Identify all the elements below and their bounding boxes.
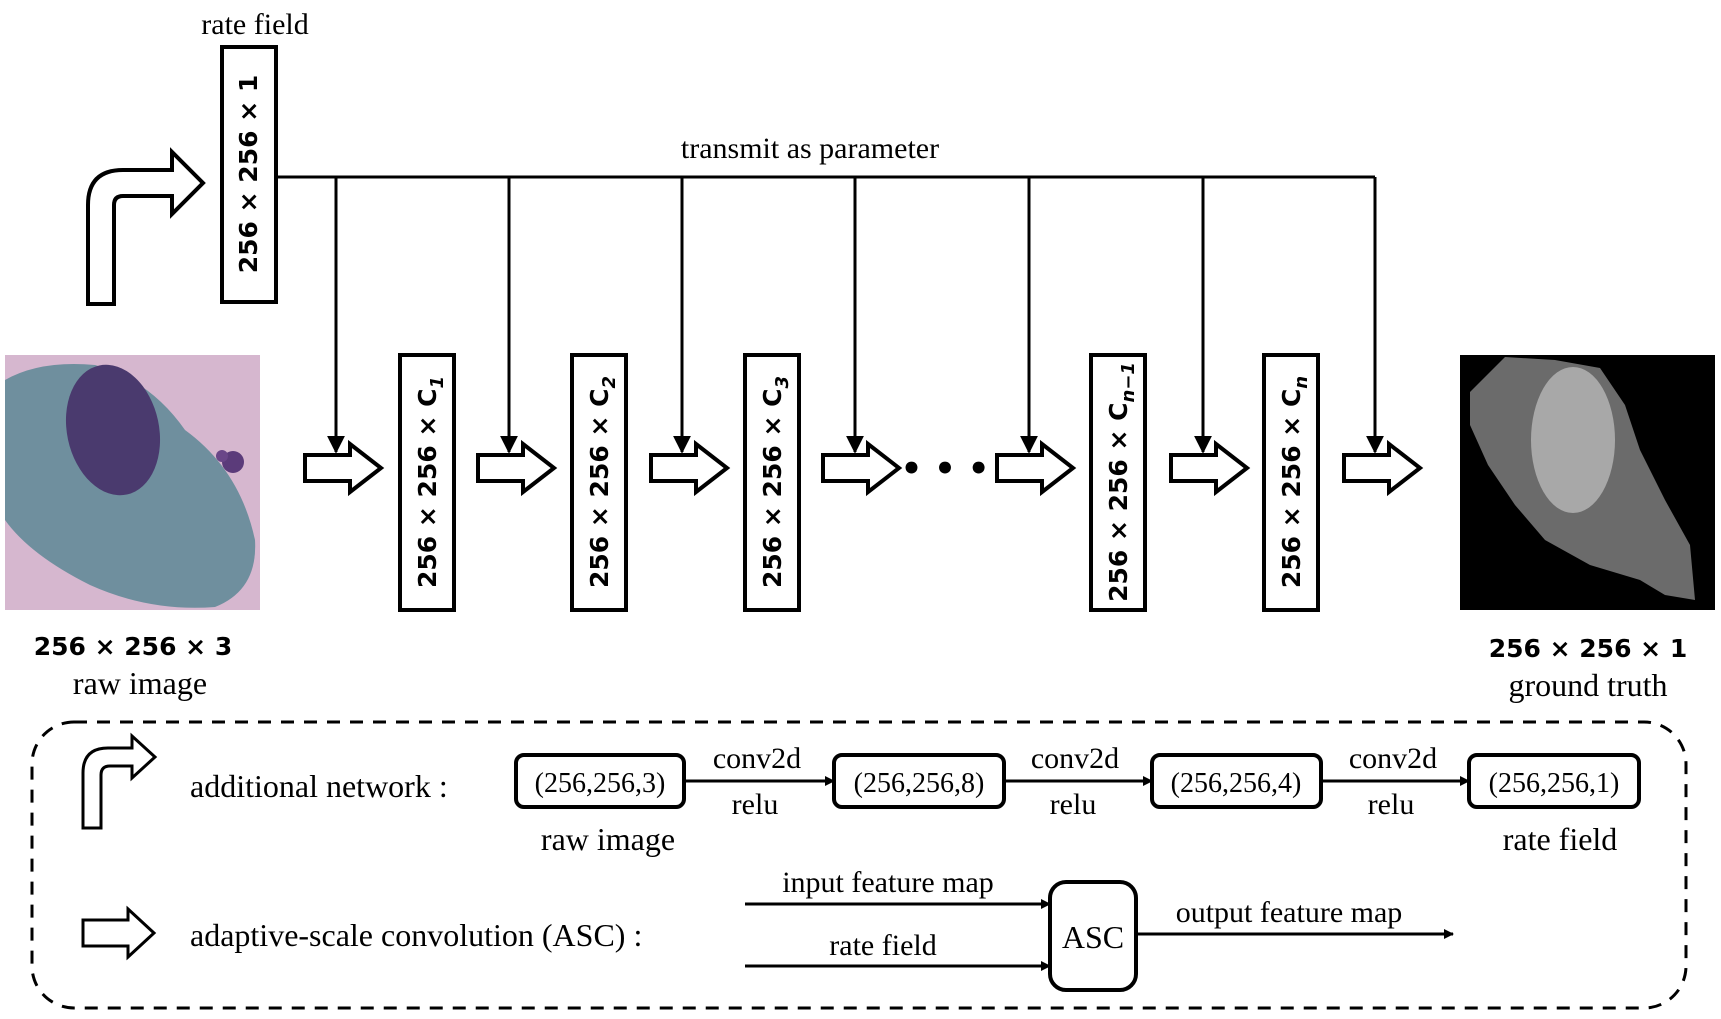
additional-network-arrow-icon [86, 147, 206, 306]
feature-map-block-5 [1262, 353, 1320, 612]
tensor-caption-raw-image: raw image [541, 821, 675, 857]
tensor-box-3-label: (256,256,4) [1171, 768, 1302, 799]
output-feature-map-label: output feature map [1176, 896, 1403, 929]
transmit-label: transmit as parameter [681, 132, 939, 165]
tensor-box-1-label: (256,256,3) [535, 768, 666, 799]
op-label-1-top: conv2d [713, 742, 801, 775]
legend-asc-icon [81, 905, 157, 961]
asc-box [1048, 880, 1138, 992]
rate-field-block [220, 45, 278, 304]
raw-image [5, 355, 260, 610]
feature-map-block-1 [398, 353, 456, 612]
rate-field-legend-label: rate field [829, 929, 936, 962]
legend-additional-network-label: additional network : [190, 768, 448, 804]
feature-map-dims-5: 256 × 256 × Cn [1277, 376, 1312, 588]
input-feature-map-label: input feature map [782, 866, 994, 899]
op-label-3-bottom: relu [1368, 788, 1415, 821]
tensor-box-4-label: (256,256,1) [1489, 768, 1620, 799]
rate-field-dims: 256 × 256 × 1 [234, 75, 263, 273]
legend-asc-label: adaptive-scale convolution (ASC) : [190, 917, 642, 953]
ground-truth-label: ground truth [1508, 667, 1667, 703]
raw-image-dims: 256 × 256 × 3 [34, 632, 232, 661]
ground-truth-dims: 256 × 256 × 1 [1489, 634, 1687, 663]
asc-arrow-icon-7 [1342, 439, 1424, 497]
feature-map-block-4 [1089, 353, 1147, 612]
feature-map-block-3 [743, 353, 801, 612]
asc-arrow-icon-6 [1169, 439, 1251, 497]
tensor-caption-rate-field: rate field [1503, 821, 1618, 857]
rate-field-top-label: rate field [201, 8, 308, 41]
op-label-1-bottom: relu [732, 788, 779, 821]
feature-map-block-2 [570, 353, 628, 612]
asc-arrow-icon-5 [995, 439, 1077, 497]
asc-arrow-icon-4 [821, 439, 903, 497]
feature-map-dims-1: 256 × 256 × C1 [413, 376, 448, 588]
legend-additional-network-icon [81, 732, 158, 830]
raw-image-label: raw image [73, 665, 207, 701]
asc-box-label: ASC [1062, 919, 1124, 955]
legend-box [30, 720, 1688, 1010]
ellipsis: • • • [901, 449, 990, 489]
op-label-3-top: conv2d [1349, 742, 1437, 775]
asc-arrow-icon-1 [303, 439, 385, 497]
op-label-2-top: conv2d [1031, 742, 1119, 775]
asc-arrow-icon-3 [649, 439, 731, 497]
feature-map-dims-2: 256 × 256 × C2 [585, 376, 620, 588]
feature-map-dims-3: 256 × 256 × C3 [758, 376, 793, 588]
op-label-2-bottom: relu [1050, 788, 1097, 821]
feature-map-dims-4: 256 × 256 × Cn−1 [1104, 362, 1139, 602]
ground-truth-image [1460, 355, 1715, 610]
asc-arrow-icon-2 [476, 439, 558, 497]
tensor-box-2-label: (256,256,8) [854, 768, 985, 799]
